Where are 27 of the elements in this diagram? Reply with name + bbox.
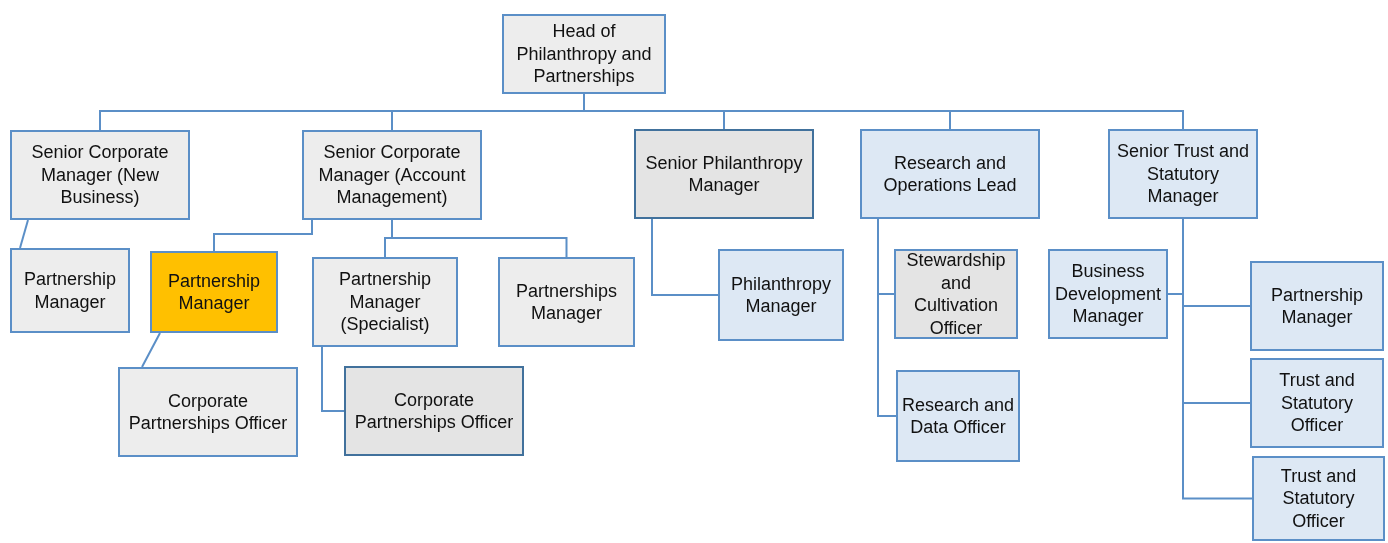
role-box: Business Development Manager — [1048, 249, 1168, 339]
connector-line — [651, 218, 719, 296]
role-box: Research and Operations Lead — [860, 129, 1040, 219]
connector-line — [321, 346, 345, 412]
connector-line — [877, 218, 897, 417]
connector-line — [19, 219, 29, 249]
role-box: Corporate Partnerships Officer — [344, 366, 524, 456]
role-box: Stewardship and Cultivation Officer — [894, 249, 1018, 339]
role-box: Senior Corporate Manager (Account Management) — [302, 130, 482, 220]
role-box: Research and Data Officer — [896, 370, 1020, 462]
role-box: Senior Trust and Statutory Manager — [1108, 129, 1258, 219]
role-box: Philanthropy Manager — [718, 249, 844, 341]
role-box: Partnership Manager (Specialist) — [312, 257, 458, 347]
role-box: Trust and Statutory Officer — [1250, 358, 1384, 448]
role-box: Partnership Manager — [150, 251, 278, 333]
connector-line — [1182, 218, 1253, 500]
role-box: Partnership Manager — [1250, 261, 1384, 351]
role-box: Senior Philanthropy Manager — [634, 129, 814, 219]
connector-line — [213, 219, 313, 252]
role-box: Partnerships Manager — [498, 257, 635, 347]
connector-line — [141, 332, 161, 368]
role-box: Senior Corporate Manager (New Business) — [10, 130, 190, 220]
role-box: Partnership Manager — [10, 248, 130, 333]
connector-line — [391, 219, 568, 258]
role-box: Head of Philanthropy and Partnerships — [502, 14, 666, 94]
role-box: Trust and Statutory Officer — [1252, 456, 1385, 541]
role-box: Corporate Partnerships Officer — [118, 367, 298, 457]
